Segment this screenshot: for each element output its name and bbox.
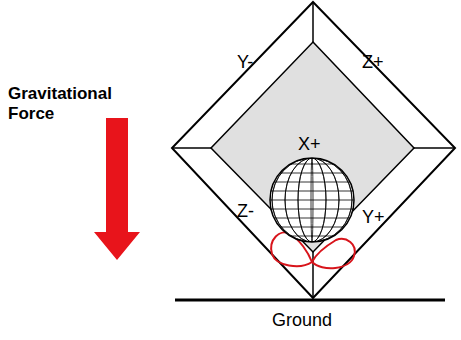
ground-line — [175, 299, 445, 302]
cube-edges — [172, 2, 455, 298]
cube-face — [211, 42, 414, 252]
sphere — [268, 158, 356, 242]
gravity-arrow — [94, 118, 140, 260]
cube-outline — [172, 2, 455, 298]
force-label: Gravitational Force — [8, 84, 126, 123]
axis-label: Z- — [237, 201, 254, 222]
axis-label: X+ — [298, 134, 321, 155]
axis-label: Z+ — [362, 52, 384, 73]
axis-label: Y+ — [362, 207, 385, 228]
ground-label: Ground — [272, 310, 332, 331]
axis-label: Y- — [237, 52, 253, 73]
